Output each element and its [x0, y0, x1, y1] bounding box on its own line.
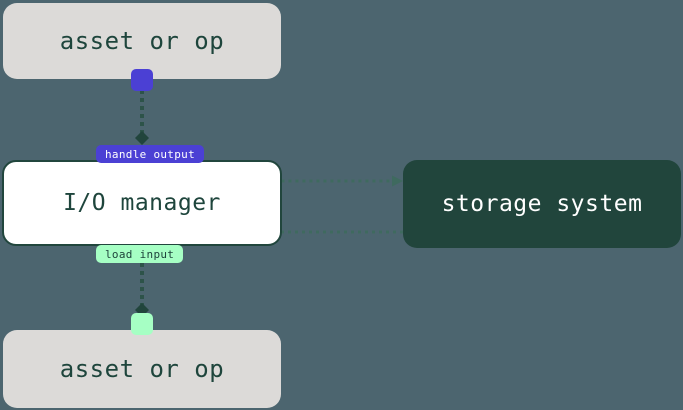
node-label: asset or op — [59, 355, 225, 383]
node-asset-or-op-bottom[interactable]: asset or op — [3, 330, 281, 408]
input-port-handle[interactable] — [131, 313, 153, 335]
edge-label-text: load input — [105, 247, 175, 261]
edge-label-handle-output[interactable]: handle output — [96, 145, 204, 163]
edge-handle-output-down — [135, 90, 149, 145]
node-label: asset or op — [59, 27, 225, 55]
node-storage-system[interactable]: storage system — [403, 160, 681, 248]
edge-label-load-input[interactable]: load input — [96, 245, 184, 263]
node-io-manager[interactable]: I/O manager — [2, 160, 282, 246]
output-port-handle[interactable] — [131, 69, 153, 91]
edge-label-text: handle output — [105, 147, 195, 161]
node-label: I/O manager — [63, 190, 221, 216]
edge-load-input-down — [135, 263, 149, 317]
node-asset-or-op-top[interactable]: asset or op — [3, 3, 281, 79]
node-label: storage system — [441, 191, 643, 217]
